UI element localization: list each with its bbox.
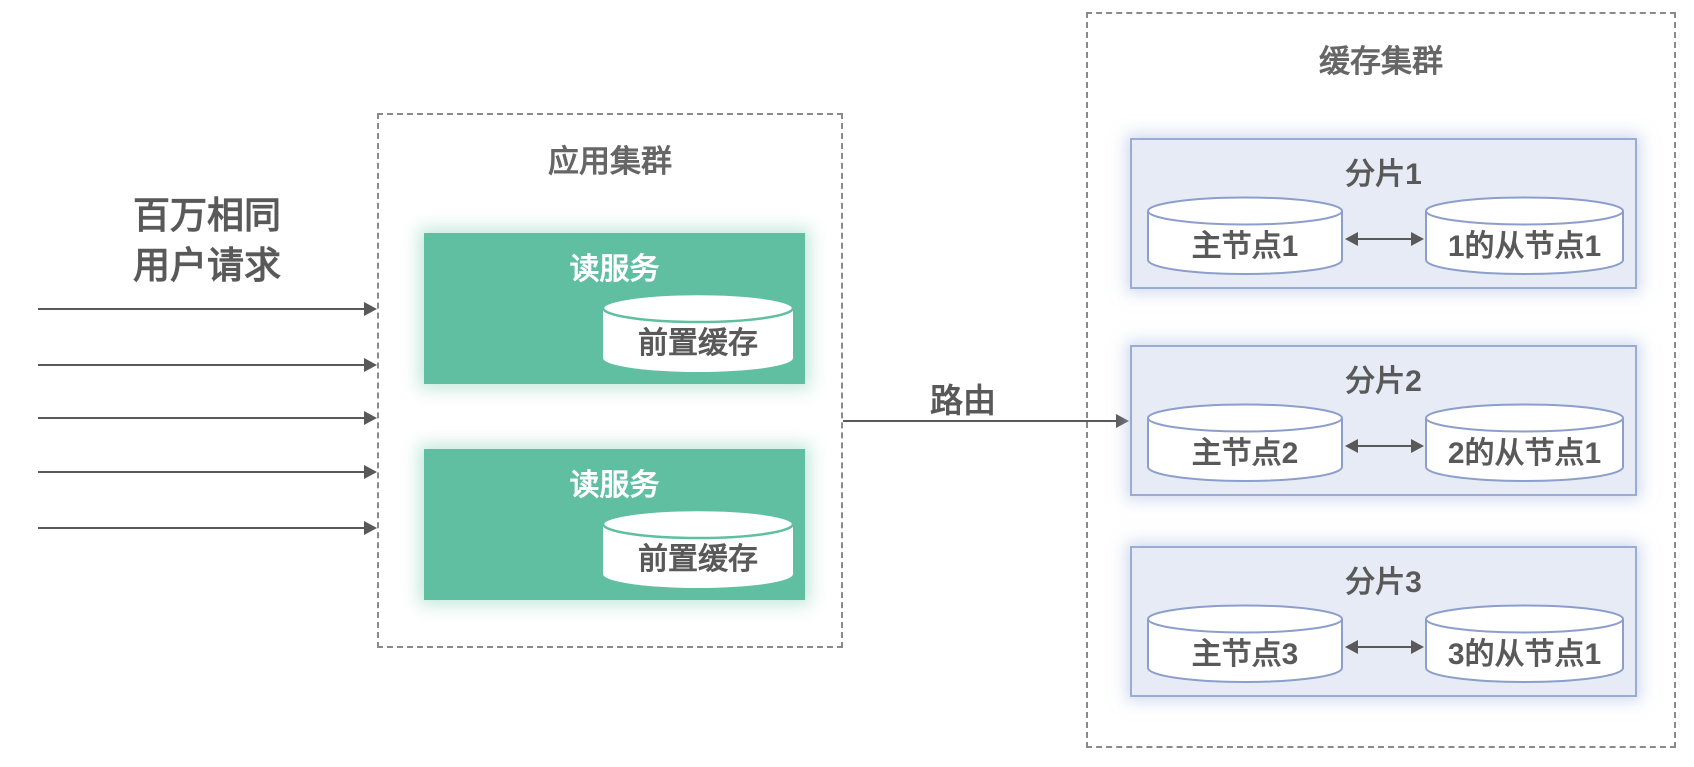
slave-node-label: 1的从节点1	[1447, 230, 1602, 263]
shard-box-3: 分片3 主节点3 3的从节点1	[1130, 546, 1637, 697]
database-cylinder-icon	[601, 293, 795, 372]
database-cylinder-icon	[1147, 196, 1343, 275]
database-cylinder-icon	[1425, 604, 1624, 683]
read-service-label: 读服务	[569, 469, 660, 502]
shard-box-2: 分片2 主节点2 2的从节点1	[1130, 345, 1637, 496]
database-cylinder-icon	[601, 509, 795, 588]
slave-node-cylinder-icon: 2的从节点1	[1423, 403, 1626, 483]
shard-box-1: 分片1 主节点1 1的从节点1	[1130, 138, 1637, 289]
front-cache-cylinder-icon: 前置缓存	[600, 293, 796, 373]
master-node-cylinder-icon: 主节点1	[1145, 196, 1345, 276]
replication-arrow-icon	[1358, 445, 1411, 447]
front-cache-label: 前置缓存	[638, 327, 758, 360]
cache-cluster-title: 缓存集群	[1319, 44, 1443, 79]
route-label: 路由	[930, 382, 996, 419]
app-cluster-box: 应用集群 读服务 前置缓存 读服务 前置缓存	[377, 113, 843, 648]
app-cluster-title: 应用集群	[548, 144, 672, 179]
master-node-label: 主节点1	[1191, 230, 1299, 263]
database-cylinder-icon	[1147, 403, 1343, 482]
shard-title: 分片2	[1345, 365, 1422, 398]
master-node-label: 主节点3	[1191, 638, 1299, 671]
read-service-box: 读服务 前置缓存	[424, 449, 805, 600]
slave-node-cylinder-icon: 1的从节点1	[1423, 196, 1626, 276]
replication-arrow-icon	[1358, 646, 1411, 648]
master-node-label: 主节点2	[1191, 437, 1299, 470]
request-arrow-icon	[38, 527, 364, 529]
user-requests-label-line2: 用户请求	[133, 245, 281, 286]
user-requests-label: 百万相同 用户请求	[89, 191, 325, 291]
request-arrow-icon	[38, 417, 364, 419]
master-node-cylinder-icon: 主节点2	[1145, 403, 1345, 483]
slave-node-label: 3的从节点1	[1447, 638, 1602, 671]
replication-arrow-icon	[1358, 238, 1411, 240]
master-node-cylinder-icon: 主节点3	[1145, 604, 1345, 684]
slave-node-cylinder-icon: 3的从节点1	[1423, 604, 1626, 684]
database-cylinder-icon	[1147, 604, 1343, 683]
slave-node-label: 2的从节点1	[1447, 437, 1602, 470]
front-cache-cylinder-icon: 前置缓存	[600, 509, 796, 589]
shard-title: 分片1	[1345, 158, 1422, 191]
user-requests-label-line1: 百万相同	[133, 195, 281, 236]
front-cache-label: 前置缓存	[638, 543, 758, 576]
shard-title: 分片3	[1345, 566, 1422, 599]
request-arrow-icon	[38, 308, 364, 310]
read-service-label: 读服务	[569, 253, 660, 286]
database-cylinder-icon	[1425, 403, 1624, 482]
request-arrow-icon	[38, 364, 364, 366]
route-arrow-icon	[843, 420, 1116, 422]
request-arrow-icon	[38, 471, 364, 473]
read-service-box: 读服务 前置缓存	[424, 233, 805, 384]
cache-cluster-box: 缓存集群 分片1 主节点1 1的从节点1 分片2	[1086, 12, 1676, 748]
database-cylinder-icon	[1425, 196, 1624, 275]
